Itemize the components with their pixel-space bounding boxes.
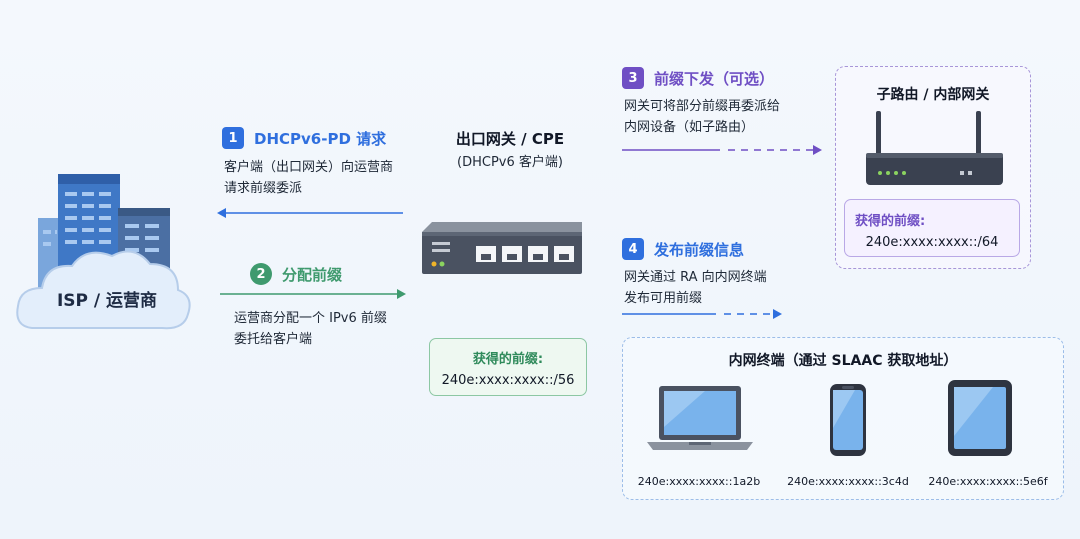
subrouter-title: 子路由 / 内部网关 [876,87,990,103]
lan-title: 内网终端（通过 SLAAC 获取地址） [728,353,958,369]
step-1-title: DHCPv6-PD 请求 [254,129,387,148]
subrouter-prefix-label: 获得的前缀: [855,214,926,229]
laptop-icon [647,386,753,450]
step-2: 2 分配前缀 [250,263,450,285]
subrouter-box: 子路由 / 内部网关 获得的前缀: 240e:xxxx:xxxx::/64 [835,66,1031,269]
step-3: 3 前缀下发（可选） 网关可将部分前缀再委派给 内网设备（如子路由） [622,67,832,138]
cpe-gateway-icon [422,222,582,274]
step-4: 4 发布前缀信息 网关通过 RA 向内网终端 发布可用前缀 [622,238,832,309]
step-2-title: 分配前缀 [282,265,343,284]
arrow-subdelegate [622,145,822,155]
step-1-desc: 客户端（出口网关）向运营商 请求前缀委派 [224,160,394,196]
step-3-desc: 网关可将部分前缀再委派给 内网设备（如子路由） [624,99,781,135]
lan-box: 内网终端（通过 SLAAC 获取地址） 240e:xxxx:xxxx::1a2b… [622,337,1064,500]
subrouter-icon [866,111,1003,185]
arrow-request [217,208,403,218]
step-1-badge: 1 [222,127,244,149]
subrouter-prefix-box: 获得的前缀: 240e:xxxx:xxxx::/64 [844,199,1020,257]
step-3-title: 前缀下发（可选） [654,69,775,88]
step-2-desc: 运营商分配一个 IPv6 前缀 委托给客户端 [234,311,387,347]
isp-node: ISP / 运营商 [10,160,200,340]
cpe-prefix-label: 获得的前缀: [472,352,544,367]
isp-label: ISP / 运营商 [56,291,158,311]
phone-icon [830,384,866,456]
laptop-ip: 240e:xxxx:xxxx::1a2b [637,475,761,488]
subrouter-prefix-value: 240e:xxxx:xxxx::/64 [865,235,999,250]
cpe-title: 出口网关 / CPE [455,130,565,148]
step-4-title: 发布前缀信息 [654,240,745,259]
step-4-desc: 网关通过 RA 向内网终端 发布可用前缀 [624,270,767,306]
step-1: 1 DHCPv6-PD 请求 客户端（出口网关）向运营商 请求前缀委派 [222,127,422,199]
tablet-ip: 240e:xxxx:xxxx::5e6f [928,475,1048,488]
step-4-badge: 4 [622,238,644,260]
cpe-prefix-value: 240e:xxxx:xxxx::/56 [441,373,575,388]
arrow-ra [622,309,782,319]
step-3-badge: 3 [622,67,644,89]
tablet-icon [948,380,1012,456]
phone-ip: 240e:xxxx:xxxx::3c4d [787,475,909,488]
cpe-prefix-box: 获得的前缀: 240e:xxxx:xxxx::/56 [429,338,587,396]
isp-server-cloud-icon [16,174,191,330]
cpe-subtitle: (DHCPv6 客户端) [457,155,563,170]
step-2-badge: 2 [250,263,272,285]
arrow-assign [220,289,406,299]
